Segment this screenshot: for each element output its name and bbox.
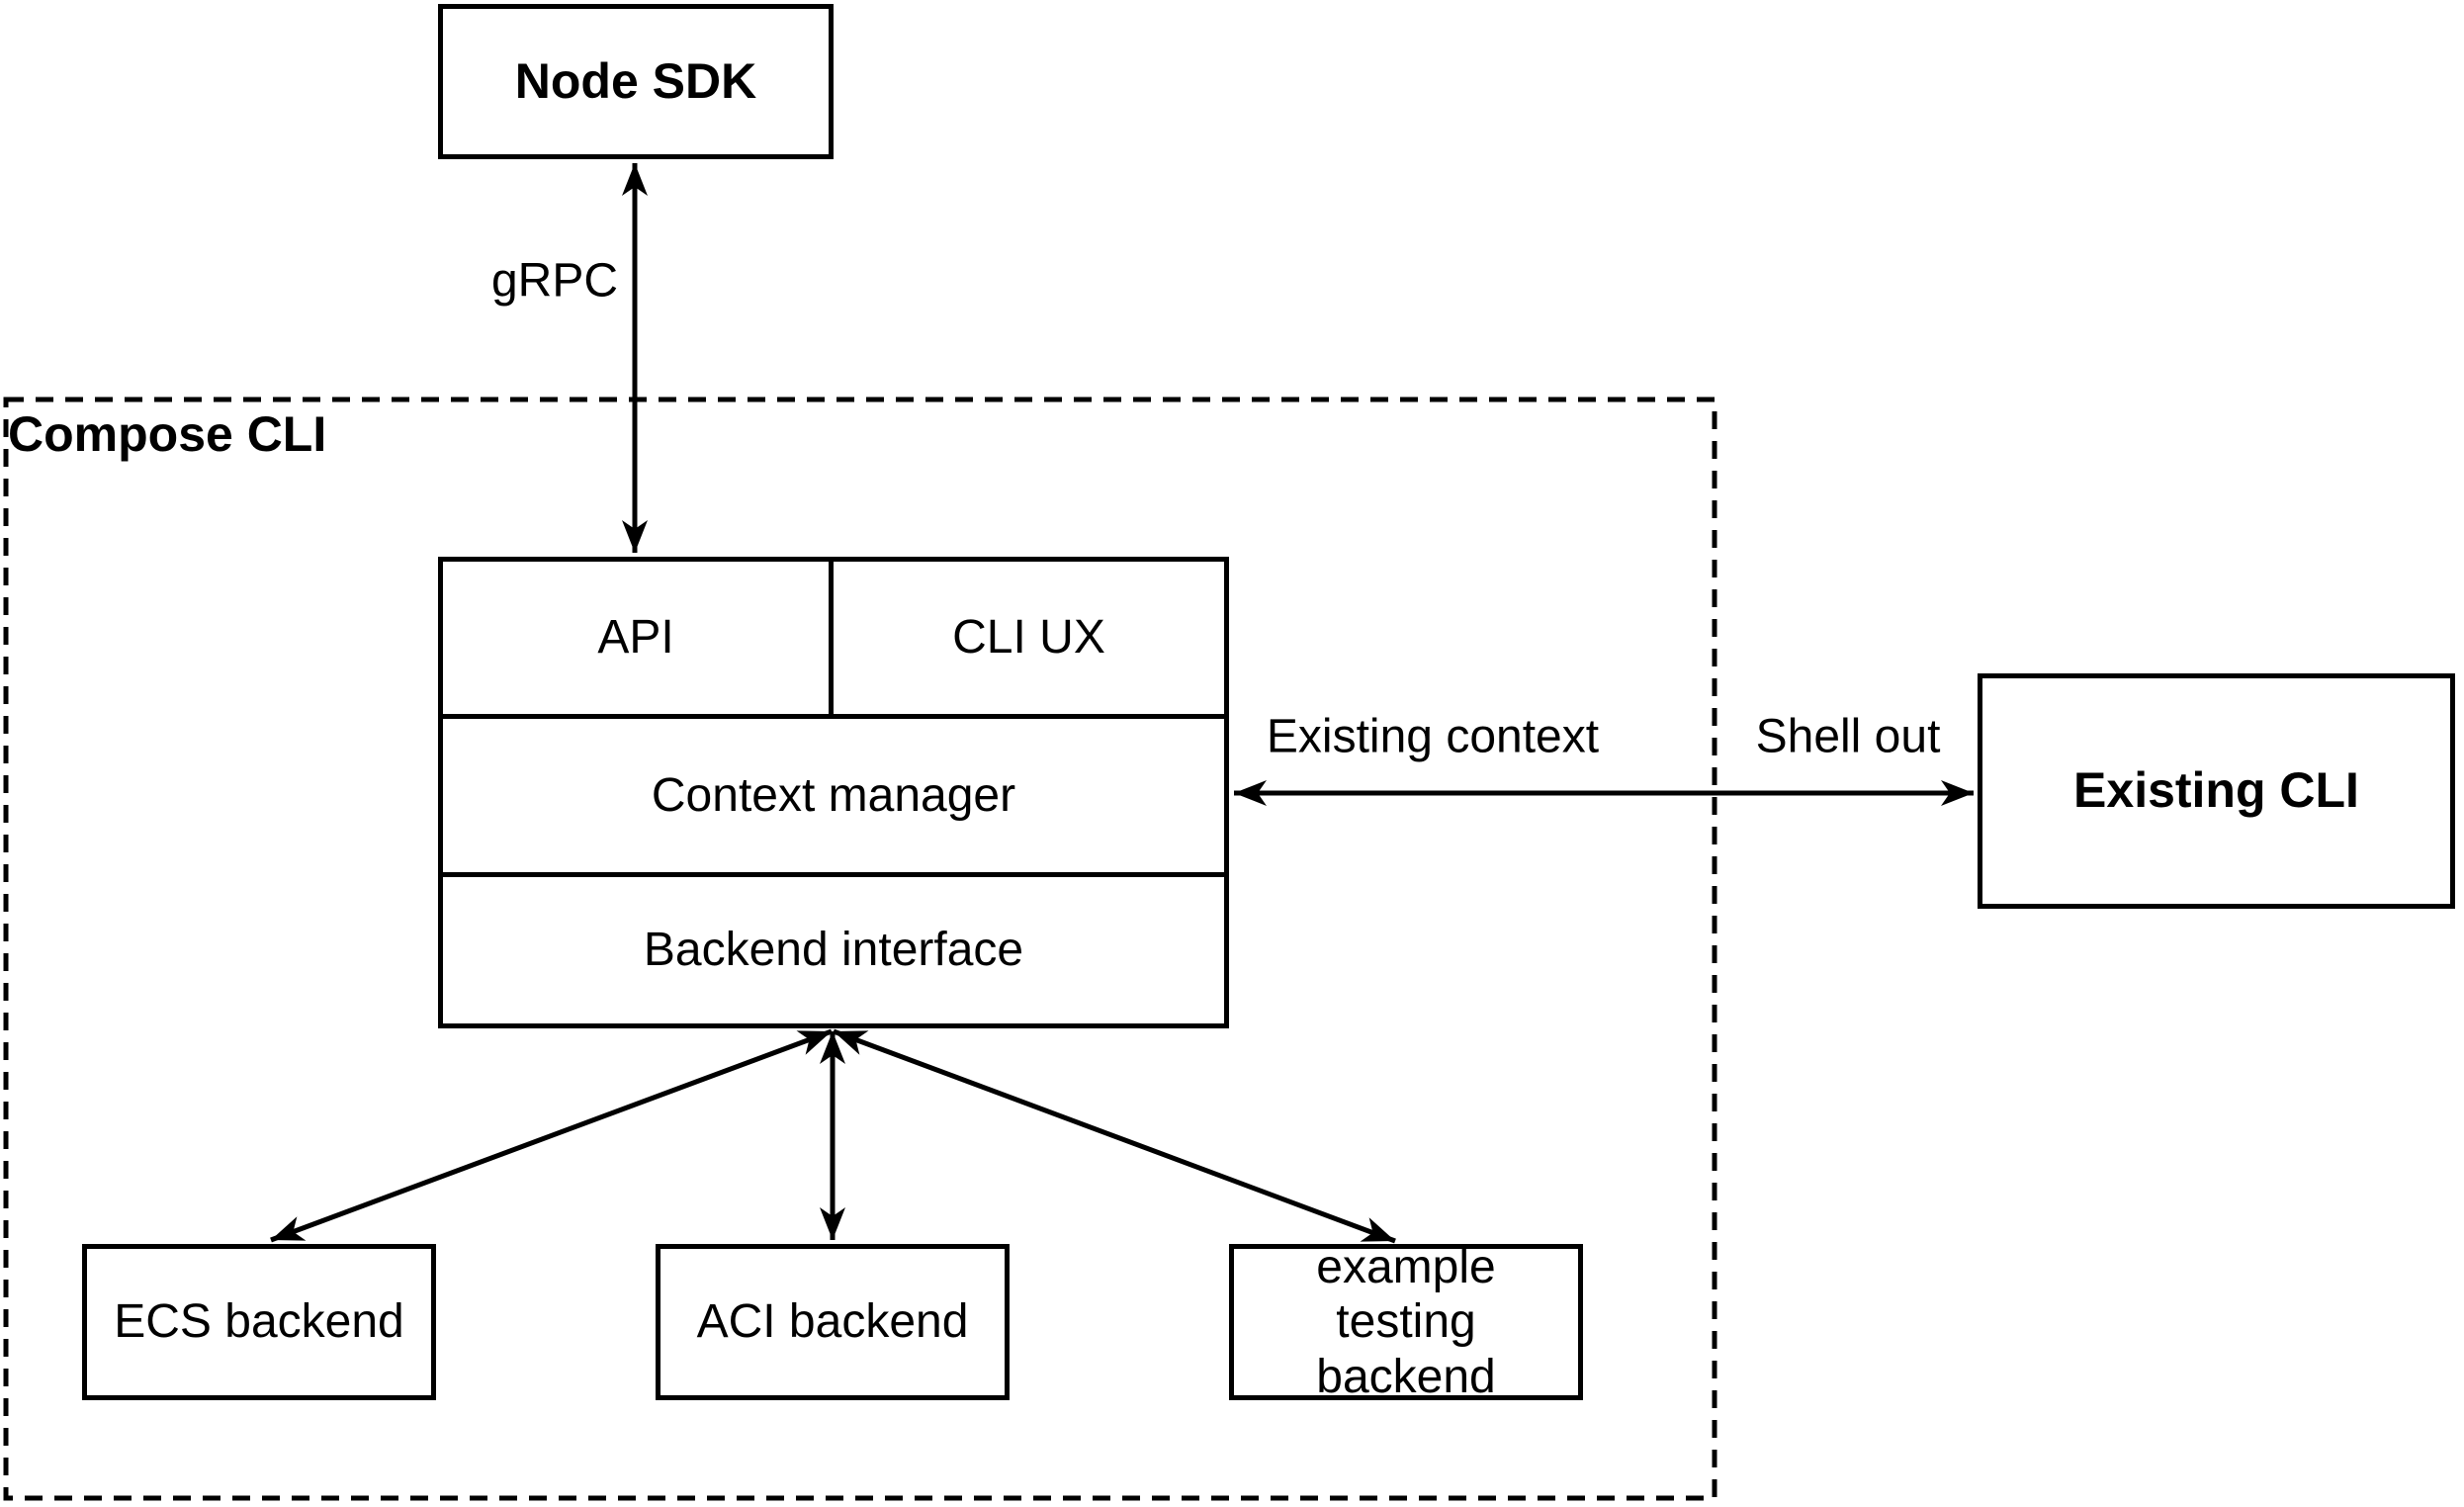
fan-arrow-ecs	[270, 1028, 833, 1243]
compose-cli-container-border	[3, 397, 1717, 1501]
backend-interface-row: Backend interface	[443, 877, 1224, 1023]
existing-cli-label: Existing CLI	[2073, 762, 2359, 819]
ecs-backend-box: ECS backend	[82, 1244, 436, 1400]
existing-context-edge-label: Existing context	[1266, 710, 1600, 763]
api-cell: API	[443, 562, 834, 714]
node-sdk-box: Node SDK	[438, 4, 834, 159]
stack-top-row: API CLI UX	[443, 562, 1224, 719]
shell-out-edge-label: Shell out	[1755, 710, 1941, 763]
ecs-backend-label: ECS backend	[114, 1295, 404, 1349]
example-testing-backend-box: example testing backend	[1229, 1241, 1583, 1403]
context-manager-row: Context manager	[443, 719, 1224, 877]
compose-cli-label: Compose CLI	[8, 406, 327, 462]
context-manager-label: Context manager	[651, 768, 1016, 822]
existing-cli-box: Existing CLI	[1978, 673, 2455, 909]
api-label: API	[597, 611, 674, 665]
aci-backend-label: ACI backend	[696, 1295, 969, 1349]
cli-ux-cell: CLI UX	[834, 562, 1224, 714]
cli-ux-label: CLI UX	[952, 611, 1105, 665]
aci-backend-box: ACI backend	[656, 1244, 1010, 1400]
backend-interface-label: Backend interface	[643, 924, 1024, 977]
grpc-edge-label: gRPC	[490, 254, 619, 308]
compose-stack-box: API CLI UX Context manager Backend inter…	[438, 557, 1229, 1028]
fan-arrow-example	[833, 1028, 1396, 1244]
example-testing-backend-label: example testing backend	[1316, 1241, 1496, 1403]
node-sdk-label: Node SDK	[514, 52, 757, 109]
